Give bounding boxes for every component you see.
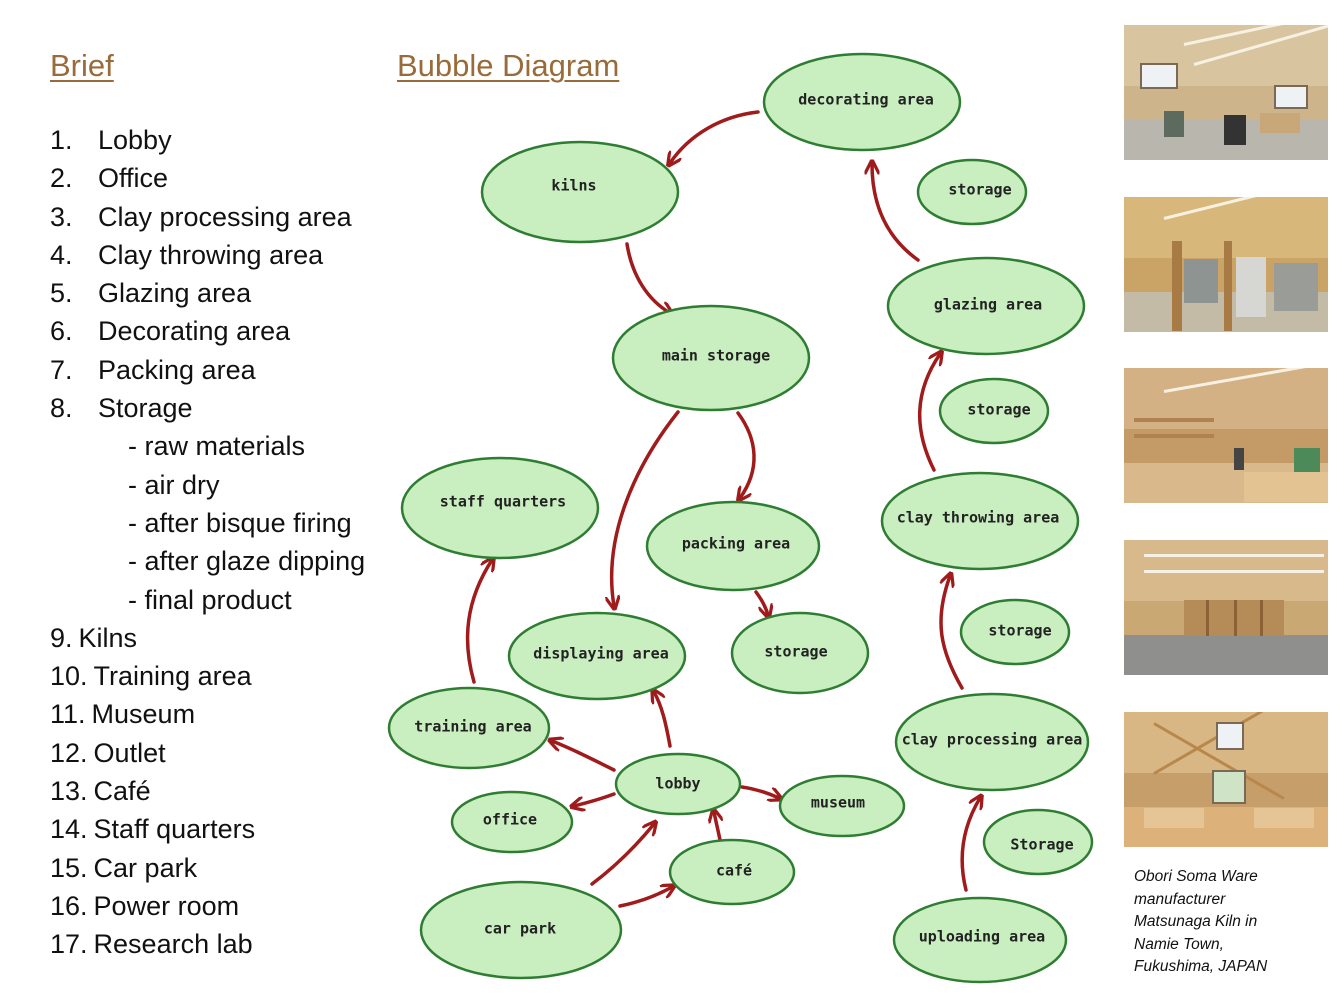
arrow-main-storage-to-packing	[738, 411, 756, 498]
list-item: 5.Glazing area	[50, 278, 252, 309]
bubble-storage-top: storage	[916, 158, 1028, 226]
arrow-decorating-to-kilns	[670, 110, 760, 163]
svg-text:museum: museum	[811, 794, 865, 812]
svg-text:Storage: Storage	[1010, 836, 1073, 854]
arrow-training-to-staff	[465, 560, 492, 684]
arrow-lobby-to-displaying	[654, 692, 672, 748]
svg-text:uploading area: uploading area	[919, 928, 1045, 946]
kiln-photo	[1124, 712, 1328, 847]
list-item: 9.Kilns	[50, 622, 138, 653]
list-item: 3.Clay processing area	[50, 201, 352, 232]
bubble-displaying-area: displaying area	[507, 611, 687, 701]
arrow-kilns-to-main-storage	[625, 242, 670, 313]
bubble-cafe: café	[668, 838, 796, 906]
list-subitem: - after glaze dipping	[128, 546, 366, 577]
svg-text:café: café	[716, 862, 752, 880]
svg-text:storage: storage	[967, 401, 1030, 419]
arrow-lobby-to-training	[552, 741, 616, 772]
arrow-lobby-to-office	[574, 792, 616, 806]
bubble-storage-pack: storage	[730, 611, 870, 695]
list-subitem: - after bisque firing	[128, 507, 352, 538]
arrow-glazing-to-decorating	[872, 164, 920, 262]
list-item: 6.Decorating area	[50, 316, 291, 347]
bubble-clay-processing-area: clay processing area	[894, 692, 1090, 792]
arrow-processing-to-throwing	[939, 576, 964, 690]
bubble-packing-area: packing area	[645, 500, 821, 592]
bubble-storage-mid: storage	[938, 377, 1050, 445]
arrow-carpark-to-cafe	[618, 887, 672, 908]
list-item: 15.Car park	[50, 852, 198, 883]
list-item: 10.Training area	[50, 661, 252, 692]
svg-text:clay processing area: clay processing area	[902, 731, 1083, 749]
list-item: 8.Storage	[50, 393, 193, 424]
bubble-staff-quarters: staff quarters	[400, 456, 600, 560]
kiln-photo	[1124, 25, 1328, 160]
bubble-storage-throw: storage	[959, 598, 1071, 666]
bubble-office: office	[450, 790, 574, 854]
bubble-diagram-heading: Bubble Diagram	[397, 48, 620, 83]
brief-heading: Brief	[50, 48, 114, 83]
svg-text:displaying area: displaying area	[533, 645, 668, 663]
arrow-packing-to-storage	[754, 590, 768, 615]
bubble-car-park: car park	[419, 880, 623, 980]
arrow-main-storage-to-displaying	[612, 410, 680, 606]
arrow-carpark-to-lobby	[590, 824, 654, 886]
bubble-training-area: training area	[387, 686, 551, 770]
list-item: 7.Packing area	[50, 354, 256, 385]
svg-text:storage: storage	[948, 181, 1011, 199]
bubble-storage-proc: Storage	[982, 808, 1094, 876]
list-subitem: - final product	[128, 584, 292, 615]
svg-text:packing area: packing area	[682, 535, 790, 553]
kiln-photo	[1124, 197, 1328, 332]
svg-text:clay throwing area: clay throwing area	[897, 509, 1060, 527]
svg-text:storage: storage	[764, 643, 827, 661]
svg-text:kilns: kilns	[551, 177, 596, 195]
svg-text:main storage: main storage	[662, 347, 770, 365]
kiln-photo	[1124, 540, 1328, 675]
bubble-museum: museum	[778, 774, 906, 838]
bubble-glazing-area: glazing area	[886, 256, 1086, 356]
kiln-photo	[1124, 368, 1328, 503]
list-item: 16.Power room	[50, 890, 240, 921]
arrow-cafe-to-lobby	[714, 812, 720, 842]
svg-text:storage: storage	[988, 622, 1051, 640]
bubble-kilns: kilns	[480, 140, 680, 244]
arrow-throwing-to-glazing	[918, 354, 940, 472]
arrow-uploading-to-processing	[960, 798, 980, 892]
svg-text:lobby: lobby	[655, 775, 700, 793]
svg-text:decorating area: decorating area	[798, 91, 933, 109]
list-item: 14.Staff quarters	[50, 814, 256, 845]
svg-text:glazing area: glazing area	[934, 296, 1042, 314]
list-item: 17.Research lab	[50, 929, 253, 960]
list-item: 4.Clay throwing area	[50, 239, 324, 270]
bubble-lobby: lobby	[614, 752, 742, 816]
bubble-diagram: decorating area kilns storage glazing ar…	[387, 52, 1094, 984]
list-item: 11.Museum	[50, 699, 196, 730]
brief-list: 1.Lobby 2.Office 3.Clay processing area …	[50, 121, 365, 964]
list-item: 12.Outlet	[50, 737, 166, 768]
bubble-decorating-area: decorating area	[762, 52, 962, 152]
list-item: 1.Lobby	[50, 125, 172, 155]
list-subitem: - raw materials	[128, 431, 306, 462]
arrow-lobby-to-museum	[740, 785, 779, 798]
svg-text:office: office	[483, 811, 537, 829]
flow-arrows	[465, 110, 980, 908]
bubble-clay-throwing-area: clay throwing area	[880, 471, 1080, 571]
list-item: 2.Office	[50, 163, 169, 194]
bubble-main-storage: main storage	[611, 304, 811, 412]
list-subitem: - air dry	[128, 469, 220, 500]
svg-text:training area: training area	[414, 718, 531, 736]
bubble-uploading-area: uploading area	[892, 896, 1068, 984]
svg-text:car park: car park	[484, 920, 556, 938]
photo-caption: Obori Soma Ware manufacturer Matsunaga K…	[1134, 868, 1268, 976]
list-item: 13.Café	[50, 776, 151, 807]
svg-text:staff quarters: staff quarters	[440, 493, 566, 511]
